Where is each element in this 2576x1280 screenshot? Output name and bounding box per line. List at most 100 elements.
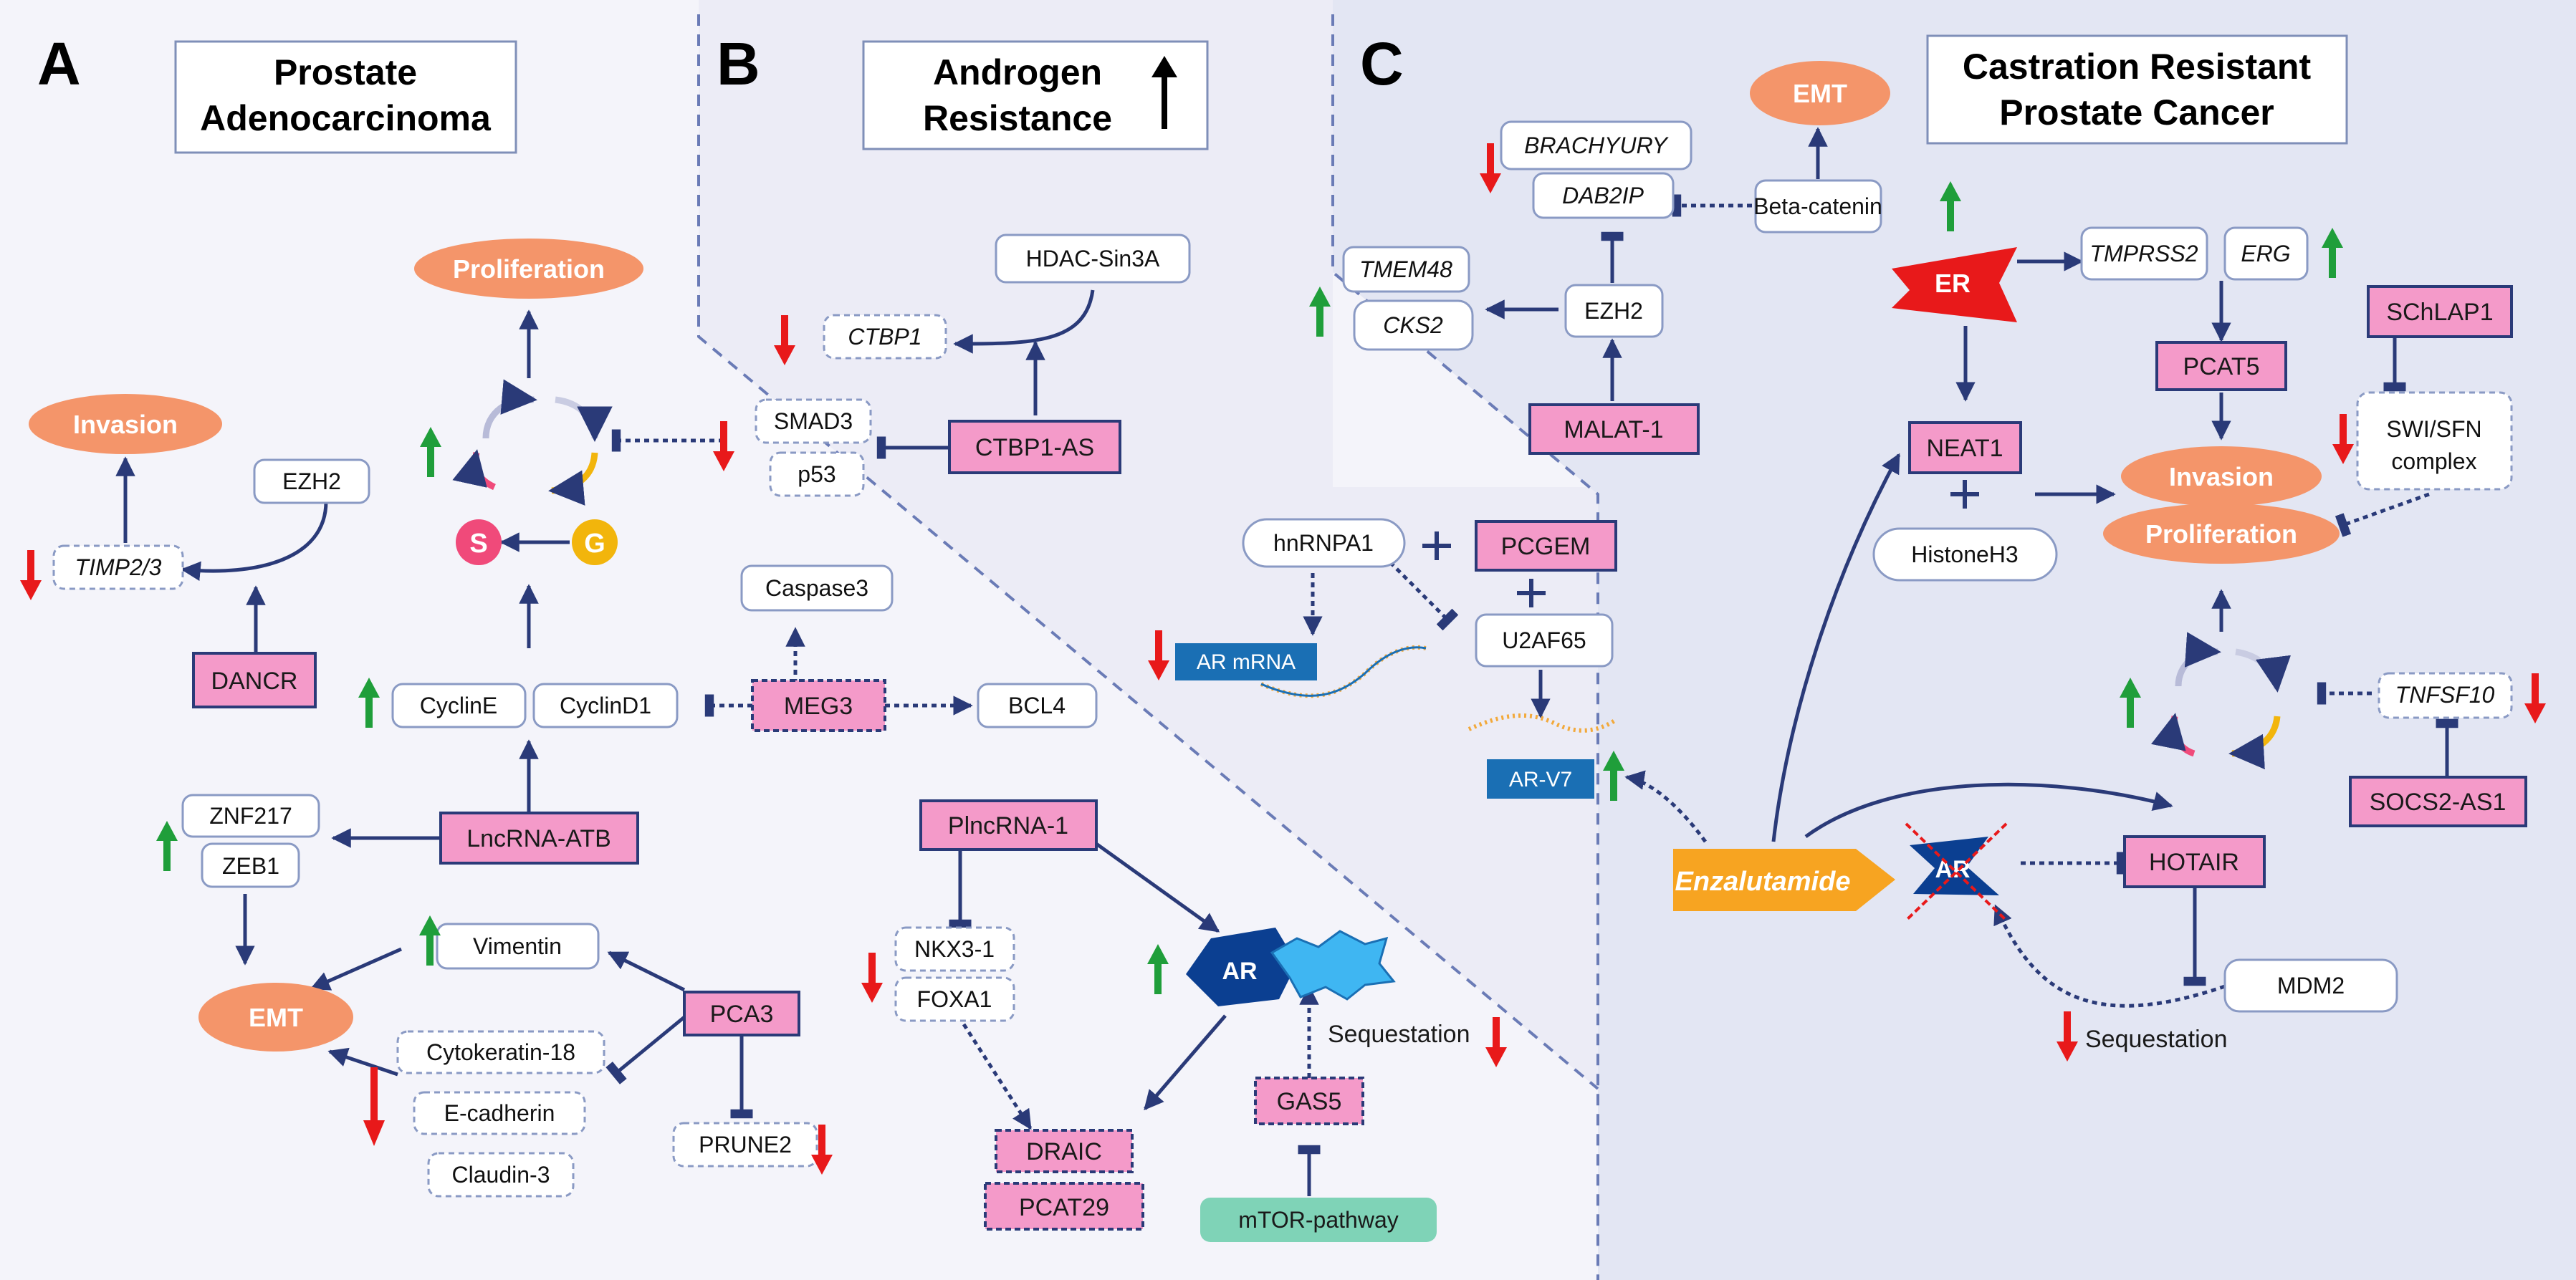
down-arrow-timp [20,550,42,600]
sequestation-label-c: Sequestation [2085,1026,2228,1053]
ar-cross-line-1 [1905,822,2008,922]
invasion-node-c [2121,446,2322,506]
panel-b-letter: B [717,30,760,97]
down-arrow-ar-mrna [1148,630,1169,680]
edge-mdm2-ar [1993,904,2226,1008]
er-receptor-label: ER [1935,269,1971,298]
panel-a-title-line2: Adenocarcinoma [200,98,492,138]
pcat29-label: PCAT29 [1019,1194,1109,1221]
enzalutamide-label: Enzalutamide [1675,867,1851,897]
znf217-label: ZNF217 [209,803,292,829]
ar-mrna-label: AR mRNA [1197,650,1296,674]
edge-hnrnpa1-u2af65 [1389,561,1459,631]
edge-cytokeratin-emt [327,1047,398,1077]
meg3-label: MEG3 [784,693,853,720]
erg-label: ERG [2241,241,2290,266]
invasion-label-a: Invasion [73,410,178,439]
ar-cross-line-2 [1905,822,2008,922]
androgen-up-arrow-head [1151,56,1177,77]
gas5-label: GAS5 [1277,1088,1342,1115]
edge-pca3-vimentin [607,951,686,992]
panel-b-title-line2: Resistance [923,98,1112,138]
ar-v7-label: AR-V7 [1509,768,1572,791]
g-phase-label: G [584,529,605,559]
lncrna-atb-label: LncRNA-ATB [466,825,611,852]
emt-node-c [1750,61,1890,125]
up-arrow-cell-cycle-a [420,427,441,477]
cyclind1-label: CyclinD1 [560,693,651,718]
pcat5-label: PCAT5 [2183,353,2259,380]
edge-hdac-ctbp1 [953,289,1095,354]
panel-b-title-line1: Androgen [933,52,1102,92]
hdac-sin3a-label: HDAC-Sin3A [1026,246,1160,271]
cycline-label: CyclinE [420,693,497,718]
panel-b-region [699,0,1598,1089]
foxa1-label: FOXA1 [917,986,992,1012]
edge-enzalutamide-hotair [1804,782,2173,839]
ar-receptor-b [1186,928,1297,1006]
cell-cycle-icon-c [2151,632,2291,770]
panel-c-title-box [1926,34,2348,145]
nkx31-label: NKX3-1 [914,936,995,962]
down-arrow-smad3 [713,421,734,471]
histone-h3-label: HistoneH3 [1911,542,2018,567]
er-receptor [1892,247,2017,322]
pca3-label: PCA3 [710,1001,774,1028]
vimentin-label: Vimentin [473,933,562,959]
panel-a-title-line1: Prostate [274,52,417,92]
g-phase-circle [572,519,618,565]
proliferation-node-a [414,239,643,299]
beta-catenin-label: Beta-catenin [1753,193,1882,219]
down-arrow-prune2 [811,1125,833,1175]
regulation-indicators [20,143,2546,1175]
proliferation-label-a: Proliferation [453,254,605,284]
down-arrow-sequestation-c [2057,1011,2078,1062]
up-arrow-tmem48 [1309,287,1331,337]
swisnf-label-line1: SWI/SFN [2386,416,2481,442]
cks2-label: CKS2 [1383,312,1443,338]
ecadherin-label: E-cadherin [444,1100,555,1126]
p53-label: p53 [798,461,835,487]
lncrna-box-shapes [192,285,2527,1231]
cytokeratin18-label: Cytokeratin-18 [426,1039,575,1065]
gene-box-shapes [52,120,2513,1198]
ar-v7-box [1487,759,1594,799]
down-arrow-swisnf [2332,414,2354,464]
u2af65-label: U2AF65 [1502,627,1586,653]
up-arrow-ar-b [1147,944,1169,994]
up-arrow-arv7 [1603,751,1624,801]
dancr-label: DANCR [211,668,298,695]
edge-enzalutamide-neat1 [1771,453,1901,842]
bcl4-label: BCL4 [1008,693,1066,718]
smad3-label: SMAD3 [774,408,853,434]
up-arrow-cyclin [358,678,380,728]
edge-swisnf-proliferation [2335,492,2430,537]
edge-vimentin-emt [310,947,403,991]
prune2-label: PRUNE2 [699,1132,792,1158]
down-arrow-tnfsf10 [2524,673,2546,723]
up-arrow-cell-cycle-c [2120,678,2141,728]
neat1-label: NEAT1 [1926,435,2003,462]
up-arrow-beta-catenin [1940,181,1961,231]
tmem48-label: TMEM48 [1359,256,1452,282]
panel-c-letter: C [1360,30,1404,97]
proliferation-label-c: Proliferation [2145,519,2297,549]
up-arrow-znf217 [156,821,178,871]
mdm2-label: MDM2 [2277,973,2345,999]
hnrnpa1-label: hnRNPA1 [1273,530,1374,556]
ar-mrna-box [1175,643,1317,680]
dab2ip-label: DAB2IP [1562,183,1644,208]
pathway-edges [115,127,2458,1196]
draic-label: DRAIC [1026,1138,1102,1165]
emt-label-a: EMT [249,1003,303,1032]
ar-mrna-strand-2 [1260,646,1427,697]
gene-box-labels: EZH2 TIMP2/3 CyclinE CyclinD1 Caspase3 B… [75,133,2495,1188]
panel-c-title-line1: Castration Resistant [1963,47,2312,87]
claudin3-label: Claudin-3 [452,1162,550,1188]
down-arrow-dab2ip [1480,143,1501,193]
down-arrow-nkx31 [861,953,883,1003]
ezh2-c-label: EZH2 [1584,298,1643,324]
sequestation-label-b: Sequestation [1328,1021,1470,1048]
caspase3-label: Caspase3 [765,575,868,601]
